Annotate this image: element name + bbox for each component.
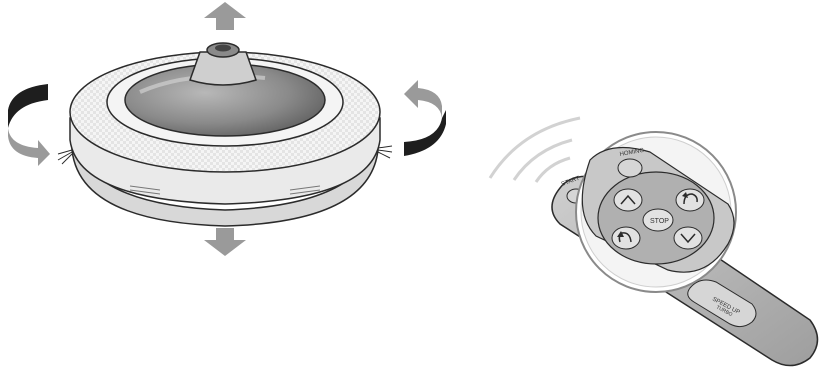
- arrow-down-icon: [204, 228, 246, 256]
- rotate-right-button[interactable]: [676, 189, 704, 211]
- remote-control: SPEED UP TURBO START HOMING STOP: [490, 118, 818, 366]
- right-brush: [378, 146, 392, 158]
- left-brush: [58, 150, 72, 164]
- robot-vacuum: [58, 43, 392, 226]
- signal-waves-icon: [490, 118, 580, 182]
- stop-label: STOP: [650, 218, 669, 225]
- homing-button[interactable]: [618, 159, 642, 177]
- arrow-up-icon: [204, 2, 246, 30]
- rotate-right-icon: [404, 80, 446, 156]
- rotate-left-icon: [8, 84, 50, 166]
- rotate-left-button[interactable]: [612, 227, 640, 249]
- backward-button[interactable]: [674, 227, 702, 249]
- sensor-lens-core: [215, 45, 231, 52]
- forward-button[interactable]: [614, 189, 642, 211]
